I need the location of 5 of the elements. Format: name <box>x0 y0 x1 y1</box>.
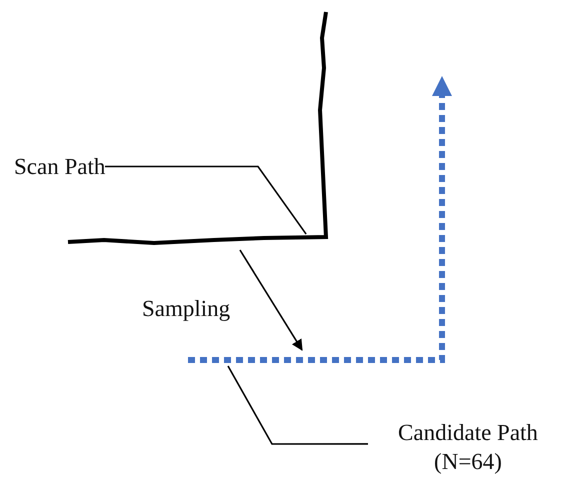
arrow <box>239 250 303 351</box>
leader-line <box>227 366 368 445</box>
leader-line <box>105 166 307 234</box>
path-label: Scan Path <box>14 152 106 181</box>
path-label: Candidate Path (N=64) <box>368 418 568 478</box>
